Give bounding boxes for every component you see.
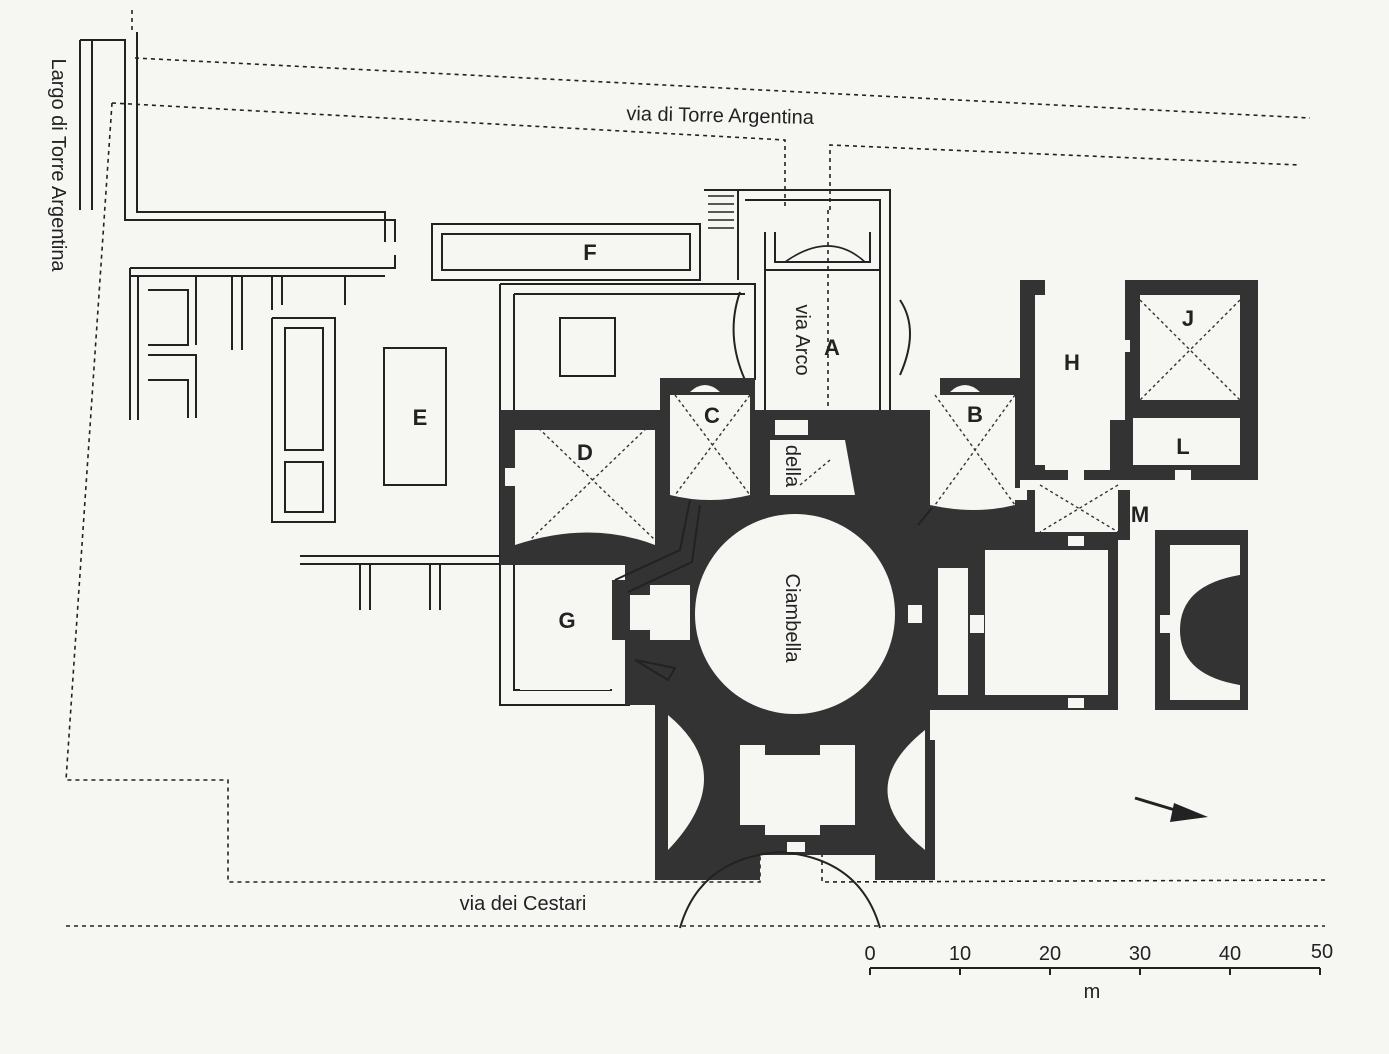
scale-unit: m <box>1084 981 1101 1003</box>
street-label-south: via dei Cestari <box>460 893 587 915</box>
scale-tick-50: 50 <box>1311 941 1333 963</box>
room-label-e: E <box>413 405 428 430</box>
room-labels: F A E C B D H J L M G <box>413 240 1194 633</box>
room-label-m: M <box>1131 502 1149 527</box>
scale-tick-20: 20 <box>1039 943 1061 965</box>
room-label-j: J <box>1182 306 1194 331</box>
scale-tick-10: 10 <box>949 943 971 965</box>
scale-tick-0: 0 <box>864 943 875 965</box>
street-labels: via di Torre Argentina Largo di Torre Ar… <box>47 58 815 915</box>
scale-bar: 0 10 20 30 40 50 m <box>864 941 1333 1003</box>
connecting-passages <box>614 499 933 682</box>
south-apse <box>679 850 881 929</box>
room-label-b: B <box>967 402 983 427</box>
west-wall <box>79 32 396 242</box>
western-rooms <box>129 255 447 523</box>
room-label-d: D <box>577 440 593 465</box>
room-label-h: H <box>1064 350 1080 375</box>
arrow-icon <box>1134 796 1208 822</box>
street-label-arco-3: Ciambella <box>781 574 803 664</box>
scale-tick-30: 30 <box>1129 943 1151 965</box>
central-masonry <box>500 280 1258 880</box>
street-label-arco-1: via Arco <box>791 304 813 375</box>
room-label-c: C <box>704 403 720 428</box>
street-label-north: via di Torre Argentina <box>626 103 815 129</box>
street-label-west: Largo di Torre Argentina <box>47 58 69 272</box>
room-label-f: F <box>583 240 596 265</box>
scale-tick-40: 40 <box>1219 943 1241 965</box>
room-a-block <box>732 189 911 410</box>
room-label-a: A <box>824 335 840 360</box>
wall-openings <box>505 340 1191 852</box>
street-label-arco-2: della <box>781 445 803 488</box>
vault-lines <box>529 299 1241 541</box>
room-label-l: L <box>1176 434 1189 459</box>
room-label-g: G <box>558 608 575 633</box>
